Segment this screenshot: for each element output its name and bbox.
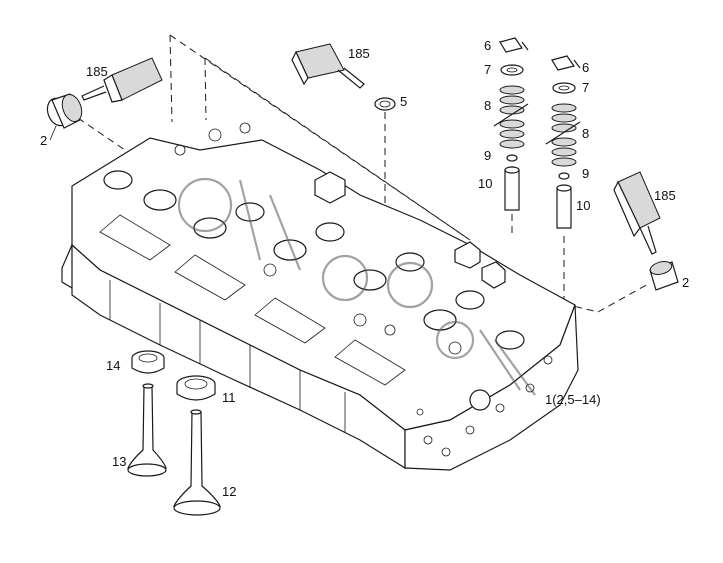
callout-7-left: 7: [484, 62, 491, 77]
callout-185-right: 185: [654, 188, 676, 203]
cylinder-head: [61, 122, 579, 471]
callout-9-left: 9: [484, 148, 491, 163]
seal-5: [374, 97, 396, 111]
sealant-tube-185-top: [291, 43, 365, 89]
callout-1-assembly: 1(2,5–14): [545, 392, 601, 407]
callout-185-top: 185: [348, 46, 370, 61]
valve-train-left: [493, 37, 529, 211]
callout-6-right: 6: [582, 60, 589, 75]
valve-12: [173, 409, 221, 516]
callout-8-right: 8: [582, 126, 589, 141]
callout-9-right: 9: [582, 166, 589, 181]
valve-spring-right: [545, 103, 581, 167]
plug-2-right: [649, 261, 679, 291]
watermark-graphic: [177, 177, 536, 396]
callout-13: 13: [112, 454, 126, 469]
callout-11: 11: [222, 390, 236, 405]
callout-8-left: 8: [484, 98, 491, 113]
valve-train-right: [545, 55, 581, 229]
callout-10-left: 10: [478, 176, 492, 191]
valve-spring-left: [493, 85, 529, 149]
callout-2-left: 2: [40, 133, 47, 148]
valve-seat-11: [176, 375, 216, 401]
sealant-tube-185-left: [81, 57, 163, 103]
valve-13: [127, 383, 167, 477]
callout-6-left: 6: [484, 38, 491, 53]
plug-2-left: [46, 93, 83, 129]
valve-seat-14: [131, 350, 165, 374]
callout-2-right: 2: [682, 275, 689, 290]
callout-10-right: 10: [576, 198, 590, 213]
callout-7-right: 7: [582, 80, 589, 95]
callout-5: 5: [400, 94, 407, 109]
callout-12: 12: [222, 484, 236, 499]
callout-14: 14: [106, 358, 120, 373]
callout-185-left: 185: [86, 64, 108, 79]
sealant-tube-185-right: [613, 171, 661, 255]
